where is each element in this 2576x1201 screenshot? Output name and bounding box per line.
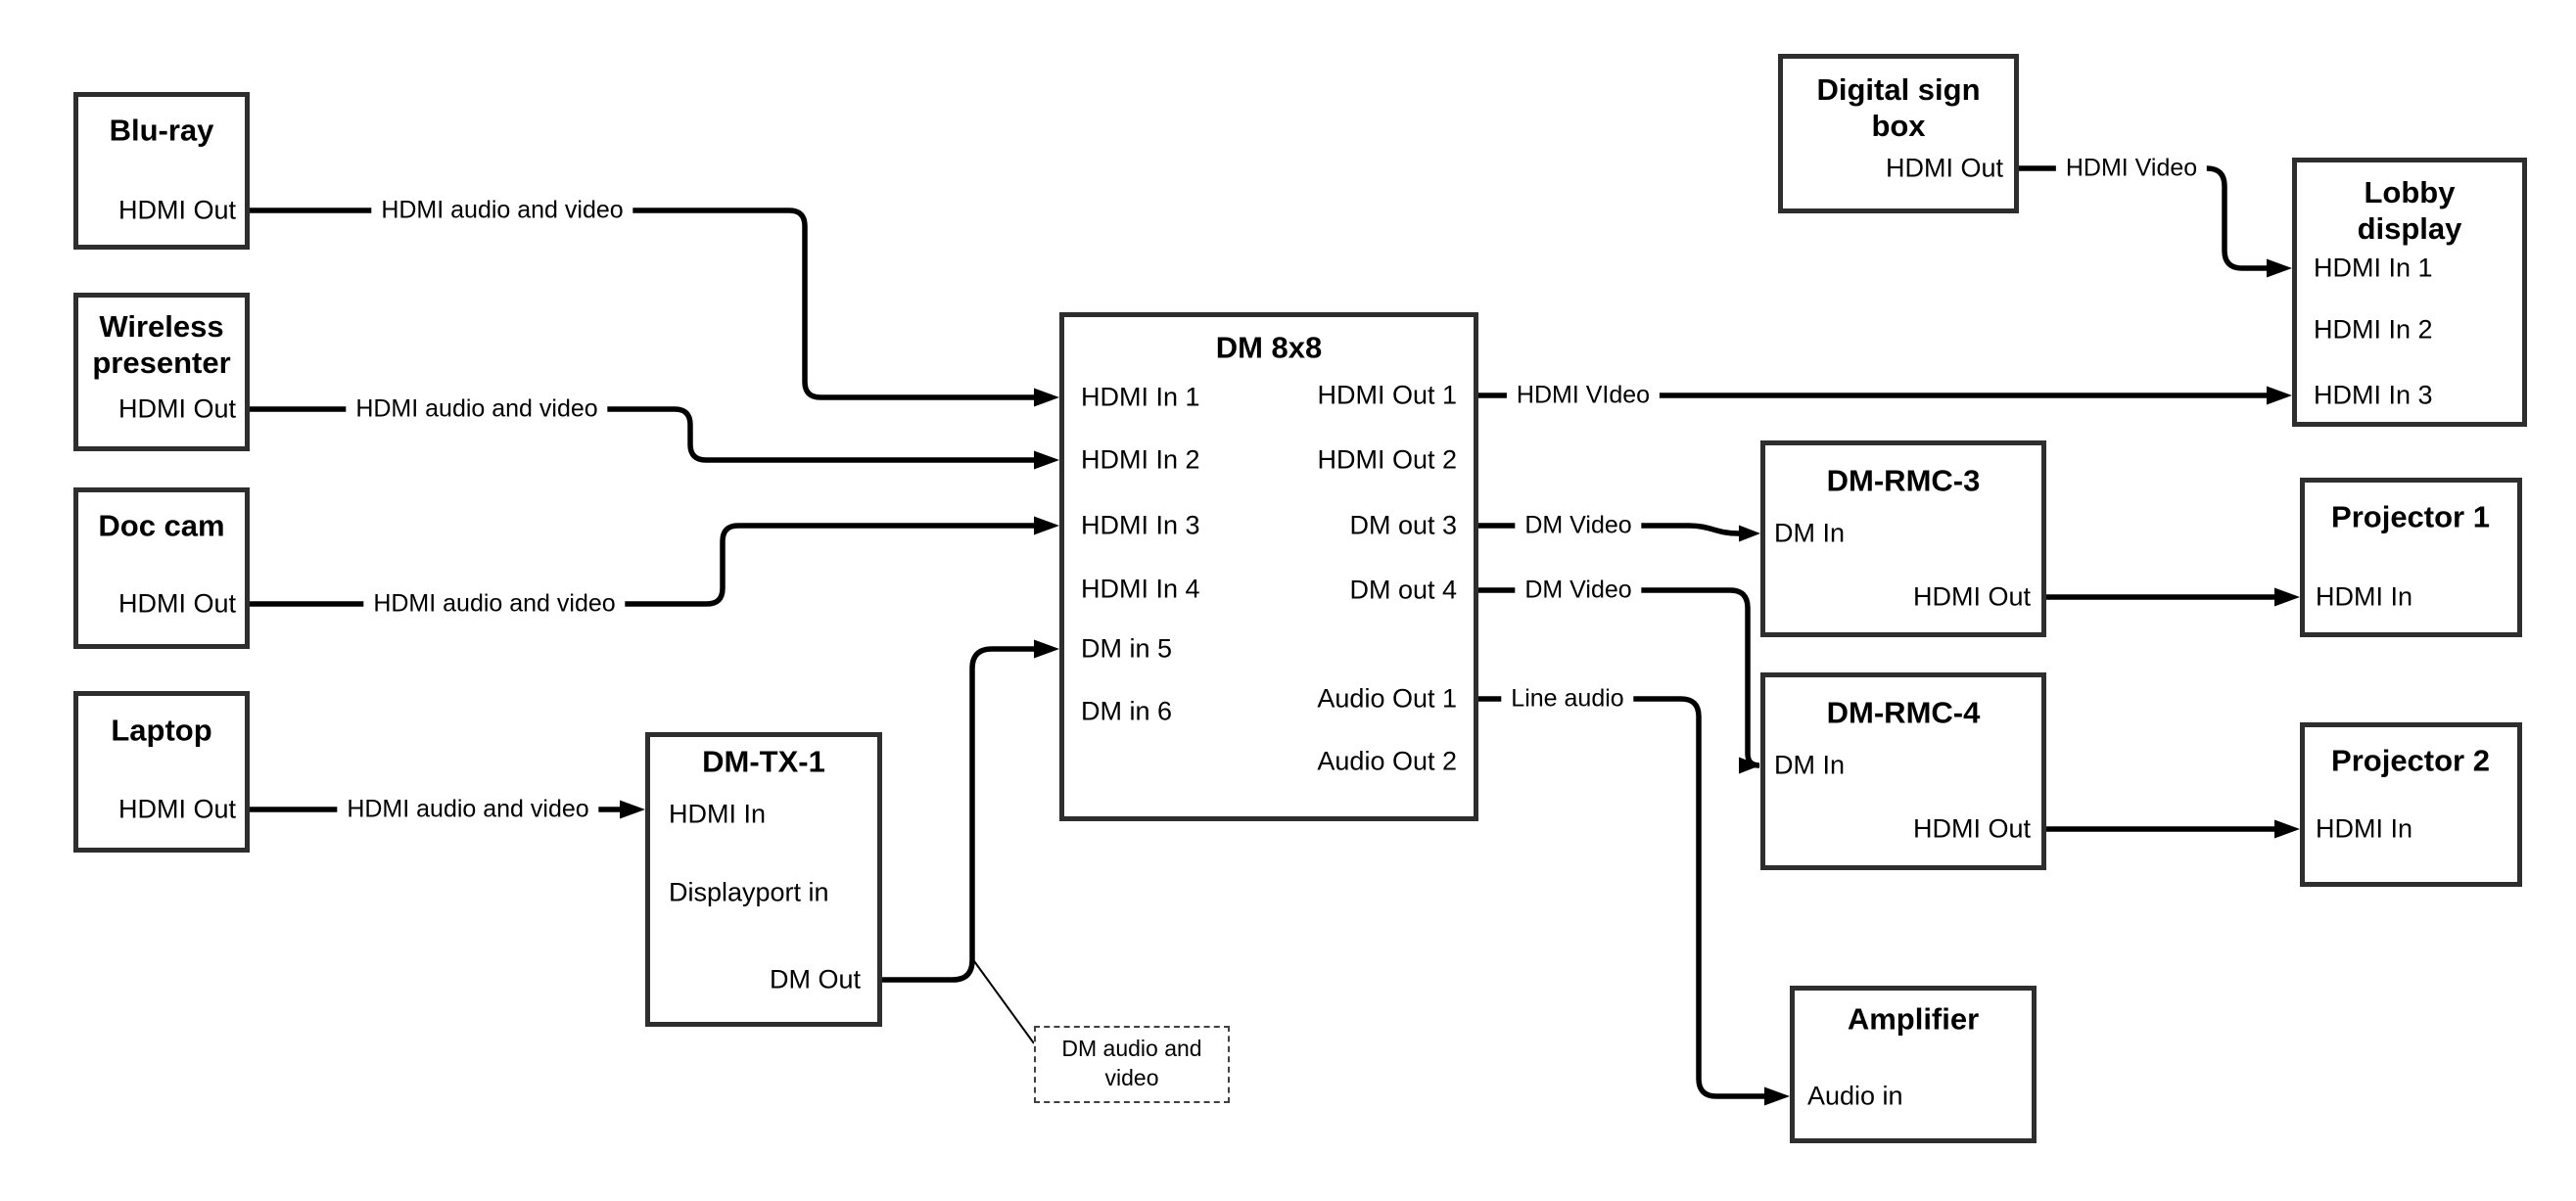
wire-doccam-to-dm8x8-in3 [250,523,1038,607]
callout-text: DM audio and video [1061,1036,1202,1090]
port-dmtx1-displayport-in: Displayport in [669,877,829,907]
port-dm8x8-audio-out-1: Audio Out 1 [1317,683,1457,714]
arrowhead [1739,525,1760,542]
port-dmtx1-dm-out: DM Out [769,964,861,994]
edge-label-dm-video-out3: DM Video [1515,511,1642,540]
arrowhead [1764,1086,1790,1106]
port-rmc3-dm-in: DM In [1774,518,1846,548]
node-title-projector-1: Projector 1 [2331,499,2490,534]
port-lobby-hdmi-in-2: HDMI In 2 [2314,314,2433,345]
node-title-doc-cam: Doc cam [98,508,225,543]
arrowhead [1739,757,1760,774]
node-title-lobby-display: Lobby display [2357,174,2462,246]
port-signbox-hdmi-out: HDMI Out [1885,153,2003,183]
edge-label-doccam: HDMI audio and video [363,589,626,619]
node-title-dm-rmc-3: DM-RMC-3 [1826,463,1981,498]
node-title-projector-2: Projector 2 [2331,743,2490,778]
port-amp-audio-in: Audio in [1807,1081,1903,1111]
node-title-digital-sign-box: Digital sign box [1816,71,1981,143]
port-bluray-hdmi-out: HDMI Out [117,195,236,225]
node-projector-2 [2300,722,2522,887]
node-dm-rmc-3 [1760,440,2046,637]
node-dm-8x8 [1059,312,1478,821]
node-digital-sign-box [1778,54,2019,213]
arrowhead [620,800,645,819]
node-amplifier [1790,986,2037,1143]
wire-dmtx1-to-dm8x8-dmin5 [882,646,1038,983]
arrowhead [2267,386,2292,405]
arrowhead [1034,639,1059,659]
node-projector-1 [2300,478,2522,637]
edge-label-hdmi-video-out1: HDMI VIdeo [1506,381,1661,410]
port-dm8x8-hdmi-out-2: HDMI Out 2 [1317,444,1457,475]
arrowheads [620,258,2300,1106]
wire-signbox-to-lobby-in1 [2019,165,2271,271]
port-dm8x8-hdmi-in-3: HDMI In 3 [1081,510,1200,540]
port-rmc4-dm-in: DM In [1774,750,1846,780]
node-title-dm-8x8: DM 8x8 [1215,330,1323,365]
arrowhead [1034,450,1059,470]
port-doccam-hdmi-out: HDMI Out [117,588,236,619]
edge-label-signbox-hdmi-video: HDMI Video [2055,154,2208,183]
port-dmtx1-hdmi-in: HDMI In [669,799,767,829]
node-wireless-presenter [73,293,250,451]
callout-leader-line [973,960,1035,1044]
node-title-laptop: Laptop [111,713,212,748]
edge-label-wireless: HDMI audio and video [346,394,608,424]
port-dm8x8-hdmi-in-4: HDMI In 4 [1081,574,1200,604]
node-title-bluray: Blu-ray [109,113,214,148]
wire-bluray-to-dm8x8-in1 [250,208,1038,400]
node-dm-rmc-4 [1760,672,2046,870]
wire-wireless-to-dm8x8-in2 [250,406,1038,463]
wire-dm8x8-dmout4-to-rmc4 [1478,587,1760,768]
node-doc-cam [73,487,250,649]
port-proj1-hdmi-in: HDMI In [2316,581,2413,612]
node-dm-tx-1 [645,732,882,1027]
arrowhead [2274,819,2300,839]
port-wireless-hdmi-out: HDMI Out [117,393,236,424]
callout-dm-audio-video [1034,1026,1230,1103]
node-title-amplifier: Amplifier [1847,1001,1980,1037]
port-dm8x8-dm-in-5: DM in 5 [1081,633,1173,664]
port-dm8x8-dm-out-4: DM out 4 [1349,575,1457,605]
arrowhead [1034,388,1059,407]
node-title-dm-tx-1: DM-TX-1 [702,744,825,779]
wire-dm8x8-audioout1-to-amp [1478,696,1768,1099]
node-lobby-display [2292,158,2527,427]
port-rmc3-hdmi-out: HDMI Out [1912,581,2031,612]
arrowhead [2274,587,2300,607]
port-dm8x8-hdmi-in-2: HDMI In 2 [1081,444,1200,475]
node-laptop [73,691,250,853]
node-bluray [73,92,250,250]
port-lobby-hdmi-in-1: HDMI In 1 [2314,253,2433,283]
port-dm8x8-dm-out-3: DM out 3 [1349,510,1457,540]
port-lobby-hdmi-in-3: HDMI In 3 [2314,380,2433,410]
edge-label-line-audio: Line audio [1501,684,1634,714]
port-proj2-hdmi-in: HDMI In [2316,813,2413,844]
edge-label-dm-video-out4: DM Video [1515,576,1642,605]
wire-dm8x8-dmout3-to-rmc3 [1478,523,1742,536]
edge-label-laptop: HDMI audio and video [337,795,599,824]
port-dm8x8-dm-in-6: DM in 6 [1081,696,1173,726]
port-dm8x8-hdmi-in-1: HDMI In 1 [1081,382,1200,412]
edge-label-bluray: HDMI audio and video [371,196,633,225]
node-title-dm-rmc-4: DM-RMC-4 [1826,695,1981,730]
arrowhead [1034,516,1059,535]
port-rmc4-hdmi-out: HDMI Out [1912,813,2031,844]
port-dm8x8-hdmi-out-1: HDMI Out 1 [1317,380,1457,410]
port-laptop-hdmi-out: HDMI Out [117,794,236,824]
arrowhead [2267,258,2292,278]
port-dm8x8-audio-out-2: Audio Out 2 [1317,746,1457,776]
node-title-wireless-presenter: Wireless presenter [92,308,231,380]
